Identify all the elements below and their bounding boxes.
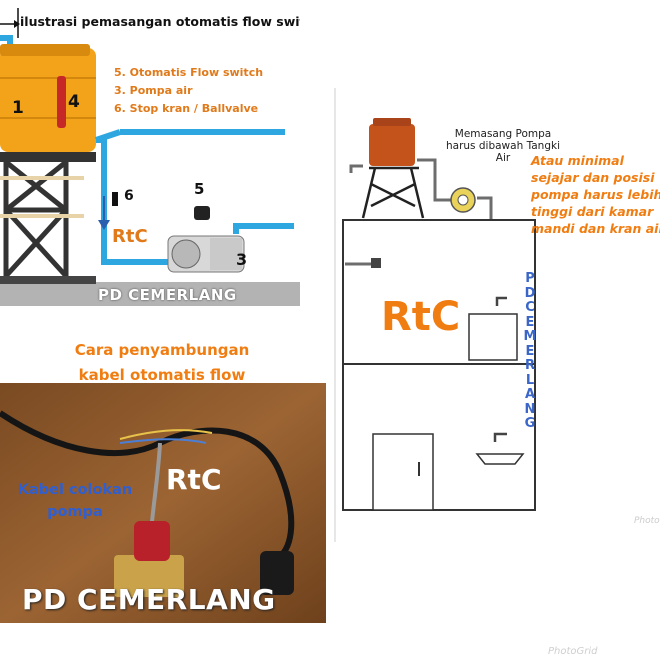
photo-watermark: Photo	[634, 516, 660, 526]
pump-outlet-pipe	[233, 223, 294, 234]
brand-letter: R	[524, 358, 535, 373]
brand-letter: M	[523, 329, 537, 344]
wiring-drawing	[0, 383, 326, 623]
legend-item: 5. Otomatis Flow switch	[114, 66, 264, 79]
roof-tank	[369, 124, 415, 166]
faucet-upper	[495, 296, 507, 306]
illustration-title: ilustrasi pemasangan otomatis flow switc…	[20, 14, 300, 29]
wiring-photo: Kabel colokan pompa RtC PD CEMERLANG	[0, 383, 326, 623]
label-tank: 1	[12, 98, 24, 118]
brand-logo: RtC	[112, 226, 148, 247]
brand-letter: C	[525, 300, 535, 315]
tower-beam-2	[0, 214, 84, 218]
watermark: PD CEMERLANG	[98, 286, 237, 304]
brand-letter: L	[525, 372, 535, 388]
pump-head	[171, 239, 201, 269]
brand-letter: E	[525, 343, 535, 359]
brand-letter: P	[525, 271, 535, 286]
tank-inlet	[349, 164, 363, 173]
label-valve: 6	[124, 188, 134, 204]
faucet-lower	[493, 432, 507, 442]
power-cable	[0, 410, 295, 562]
flow-arrow-head	[98, 220, 110, 230]
brass-fitting	[114, 555, 184, 597]
flow-switch-body	[134, 521, 170, 561]
wire-yellow	[119, 429, 213, 440]
position-note: Atau minimal sejajar dan posisi pompa ha…	[531, 153, 660, 236]
brand-letter: E	[525, 314, 535, 330]
brand-letter: G	[524, 416, 536, 431]
shower-head	[371, 258, 381, 268]
brand-letter: A	[524, 387, 536, 402]
power-plug	[260, 551, 294, 595]
label-pump: 3	[236, 250, 248, 269]
stop-valve	[112, 192, 118, 206]
tank-lid	[0, 44, 90, 56]
title-arrow-head	[14, 20, 20, 28]
roof-tower	[361, 166, 425, 219]
pipe-joint	[95, 129, 121, 143]
brand-logo: RtC	[381, 294, 461, 340]
brand-letter: D	[524, 285, 536, 301]
float-switch	[57, 76, 66, 128]
tower-frame	[3, 160, 69, 278]
wire-blue	[119, 438, 207, 444]
brand-letter: N	[524, 401, 536, 417]
watermark: PD CEMERLANG	[22, 583, 276, 616]
label-float: 4	[68, 92, 80, 112]
pump-note: Memasang Pompa harus dibawah Tangki Air	[446, 128, 560, 164]
door	[372, 433, 434, 511]
pump-core	[457, 194, 469, 206]
roof-tank-lid	[373, 118, 411, 126]
house-drawing	[334, 88, 536, 542]
window	[468, 313, 518, 361]
tower-beam-1	[0, 176, 84, 180]
basin	[475, 453, 525, 465]
tower-base	[0, 276, 96, 284]
photogrid-watermark: PhotoGrid	[548, 646, 598, 657]
pump-motor	[210, 238, 242, 270]
legend-item: 3. Pompa air	[114, 84, 193, 97]
pump-placement-diagram: Memasang Pompa harus dibawah Tangki Air …	[333, 88, 660, 542]
illustration-drawing	[0, 8, 300, 306]
tank-outlet	[417, 158, 451, 202]
brand-logo: RtC	[166, 463, 222, 496]
water-tank	[0, 48, 96, 152]
flow-switch-device	[194, 206, 210, 220]
vertical-brand: P D C E M E R L A N G	[523, 271, 537, 432]
tower-platform	[0, 152, 96, 162]
ground	[0, 282, 300, 306]
flow-switch-illustration: ilustrasi pemasangan otomatis flow switc…	[0, 0, 300, 312]
cable-label: Kabel colokan pompa	[17, 482, 133, 520]
label-flow-switch: 5	[194, 180, 205, 198]
legend-item: 6. Stop kran / Ballvalve	[114, 102, 259, 115]
